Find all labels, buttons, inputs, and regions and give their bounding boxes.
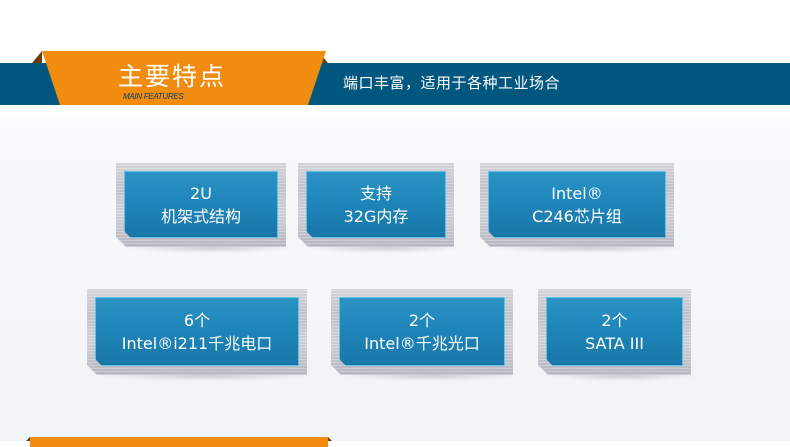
feature-card-sata: 2个 SATA III — [538, 289, 691, 375]
feature-line1: 6个 — [183, 310, 211, 330]
feature-card-ethernet: 6个 Intel®i211千兆电口 — [87, 289, 307, 375]
card-shadow — [340, 371, 522, 381]
feature-line2: 机架式结构 — [160, 206, 241, 226]
feature-line1: 2个 — [408, 310, 436, 330]
feature-card-2u: 2U 机架式结构 — [116, 163, 286, 247]
section-subtitle: MAIN FEATURES — [123, 92, 184, 101]
section-title: 主要特点 — [118, 62, 227, 91]
section-title-tab: 主要特点 MAIN FEATURES — [32, 51, 328, 105]
tab-shape-icon — [32, 51, 328, 105]
feature-line2: C246芯片组 — [532, 206, 622, 226]
feature-line2: SATA III — [585, 333, 644, 353]
card-shadow — [96, 371, 316, 381]
feature-line2: Intel®千兆光口 — [364, 333, 480, 353]
feature-line1: 支持 — [359, 183, 392, 203]
feature-line1: 2个 — [601, 310, 628, 330]
feature-line2: 32G内存 — [343, 206, 409, 226]
card-shadow — [125, 243, 295, 253]
card-shadow — [307, 243, 462, 253]
feature-line2: Intel®i211千兆电口 — [121, 333, 273, 353]
card-shadow — [547, 371, 699, 381]
feature-card-memory: 支持 32G内存 — [298, 163, 454, 247]
next-section-tab — [26, 437, 332, 447]
feature-card-chipset: Intel® C246芯片组 — [480, 163, 674, 247]
feature-line1: 2U — [190, 183, 212, 203]
feature-card-fiber: 2个 Intel®千兆光口 — [331, 289, 513, 375]
section-tagline: 端口丰富，适用于各种工业场合 — [343, 74, 561, 92]
card-shadow — [489, 243, 689, 253]
feature-line1: Intel® — [551, 183, 603, 203]
